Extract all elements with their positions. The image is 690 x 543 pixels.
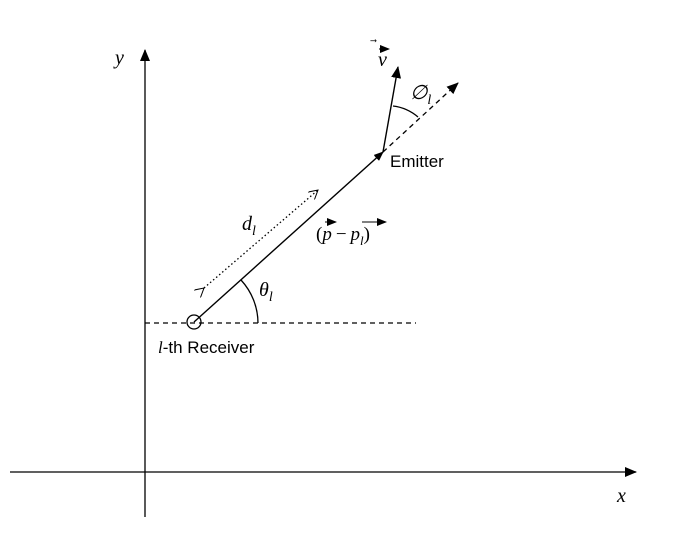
direction-extension-line [382,82,459,153]
receiver-label: l-th Receiver [158,338,255,357]
phi-arc [392,105,419,118]
distance-arrow [204,190,318,288]
velocity-label: v [378,49,387,71]
theta-label: θl [259,279,273,305]
phi-label: ∅l [410,82,431,108]
y-axis-label: y [113,47,124,69]
emitter-label: Emitter [390,152,444,171]
position-vector-label: (p−pl) [316,224,370,248]
velocity-vector [382,66,402,153]
x-axis-label: x [616,485,626,507]
receiver-marker [186,314,202,330]
distance-label: dl [242,213,256,239]
theta-arc [240,279,259,324]
velocity-arrow-accent: ⃗ [370,39,377,43]
